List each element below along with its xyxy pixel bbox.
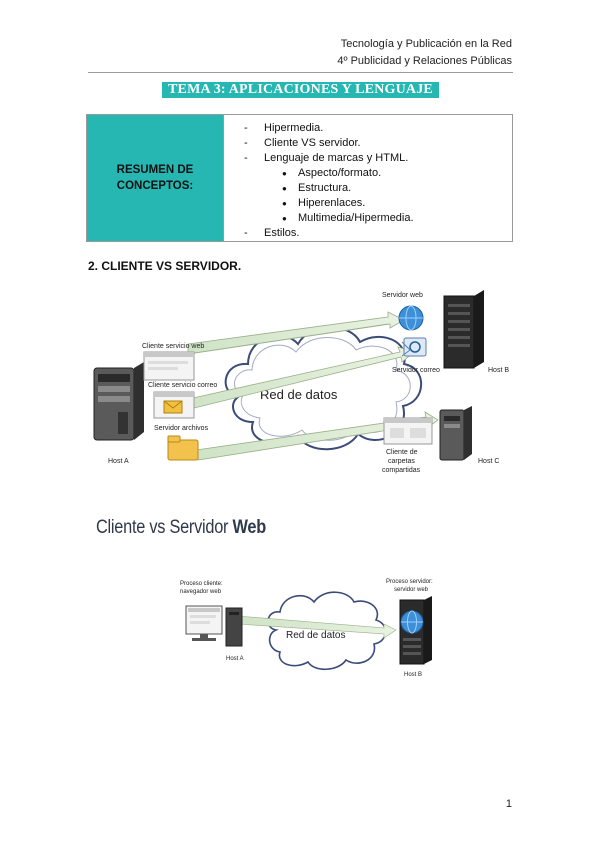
cloud-label: Red de datos <box>260 387 338 402</box>
client-process-label-1: Proceso cliente: <box>180 581 223 587</box>
web-section-title: Cliente vs Servidor Web <box>96 517 266 538</box>
list-item: -Hipermedia. <box>244 122 324 134</box>
host-c-computer-icon <box>439 406 472 461</box>
server-process-label-2: servidor web <box>394 587 429 593</box>
summary-list: -Hipermedia. -Cliente VS servidor. -Leng… <box>224 115 512 241</box>
sub-list-item: ●Estructura. <box>282 182 352 194</box>
page-header: Tecnología y Publicación en la Red 4º Pu… <box>337 36 512 70</box>
arrows <box>183 311 439 461</box>
shared-folder-label-1: Cliente de <box>386 449 418 456</box>
sub-list-item: ●Aspecto/formato. <box>282 167 382 179</box>
host-a-computer-icon <box>185 605 243 647</box>
client-process-label-2: navegador web <box>180 589 222 595</box>
host-a-computer-icon <box>93 362 144 441</box>
client-server-diagram: Red de datos Host A Cliente servicio web… <box>93 290 509 474</box>
list-item: -Lenguaje de marcas y HTML. <box>244 152 409 164</box>
mail-server-icon <box>401 337 427 357</box>
header-divider <box>88 72 513 73</box>
web-client-label: Cliente servicio web <box>142 343 204 350</box>
host-b-label: Host B <box>488 367 509 374</box>
web-client-server-diagram: Red de datos Proceso cliente: navegador … <box>180 579 433 678</box>
file-server-label: Servidor archivos <box>154 425 209 432</box>
sub-list-item: ●Multimedia/Hipermedia. <box>282 212 414 224</box>
shared-folder-label-2: carpetas <box>388 458 415 465</box>
mail-client-window-icon <box>153 391 195 419</box>
folder-icon <box>167 435 199 461</box>
mail-server-label: Servidor correo <box>392 367 440 374</box>
host-b-server-icon <box>399 596 432 665</box>
web-server-label: Servidor web <box>382 292 423 299</box>
web-server-globe-icon <box>398 305 424 331</box>
request-arrow <box>237 615 397 639</box>
host-c-label: Host C <box>478 458 499 465</box>
page-number: 1 <box>505 798 512 810</box>
list-item: -Cliente VS servidor. <box>244 137 361 149</box>
list-item: -Estilos. <box>244 227 300 239</box>
header-course: Tecnología y Publicación en la Red <box>340 38 512 50</box>
host-a-label: Host A <box>108 458 129 465</box>
shared-folder-window-icon <box>383 417 433 445</box>
summary-label-line1: RESUMEN DE <box>116 164 194 176</box>
shared-folder-label-3: compartidas <box>382 467 421 474</box>
cloud-label: Red de datos <box>286 630 346 641</box>
host-b-server-icon <box>443 290 484 369</box>
topic-title: TEMA 3: APLICACIONES Y LENGUAJE <box>162 82 439 98</box>
header-degree: 4º Publicidad y Relaciones Públicas <box>337 55 512 67</box>
sub-list-item: ●Hiperenlaces. <box>282 197 366 209</box>
server-process-label-1: Proceso servidor: <box>386 579 433 585</box>
summary-table: RESUMEN DE CONCEPTOS: -Hipermedia. -Clie… <box>86 114 513 242</box>
mail-client-label: Cliente servicio correo <box>148 382 217 389</box>
web-client-window-icon <box>143 351 195 381</box>
section-heading: 2. CLIENTE VS SERVIDOR. <box>88 259 242 273</box>
summary-label-line2: CONCEPTOS: <box>116 180 194 192</box>
host-b-label: Host B <box>404 672 422 678</box>
summary-label: RESUMEN DE CONCEPTOS: <box>87 115 224 241</box>
host-a-label: Host A <box>226 656 244 662</box>
